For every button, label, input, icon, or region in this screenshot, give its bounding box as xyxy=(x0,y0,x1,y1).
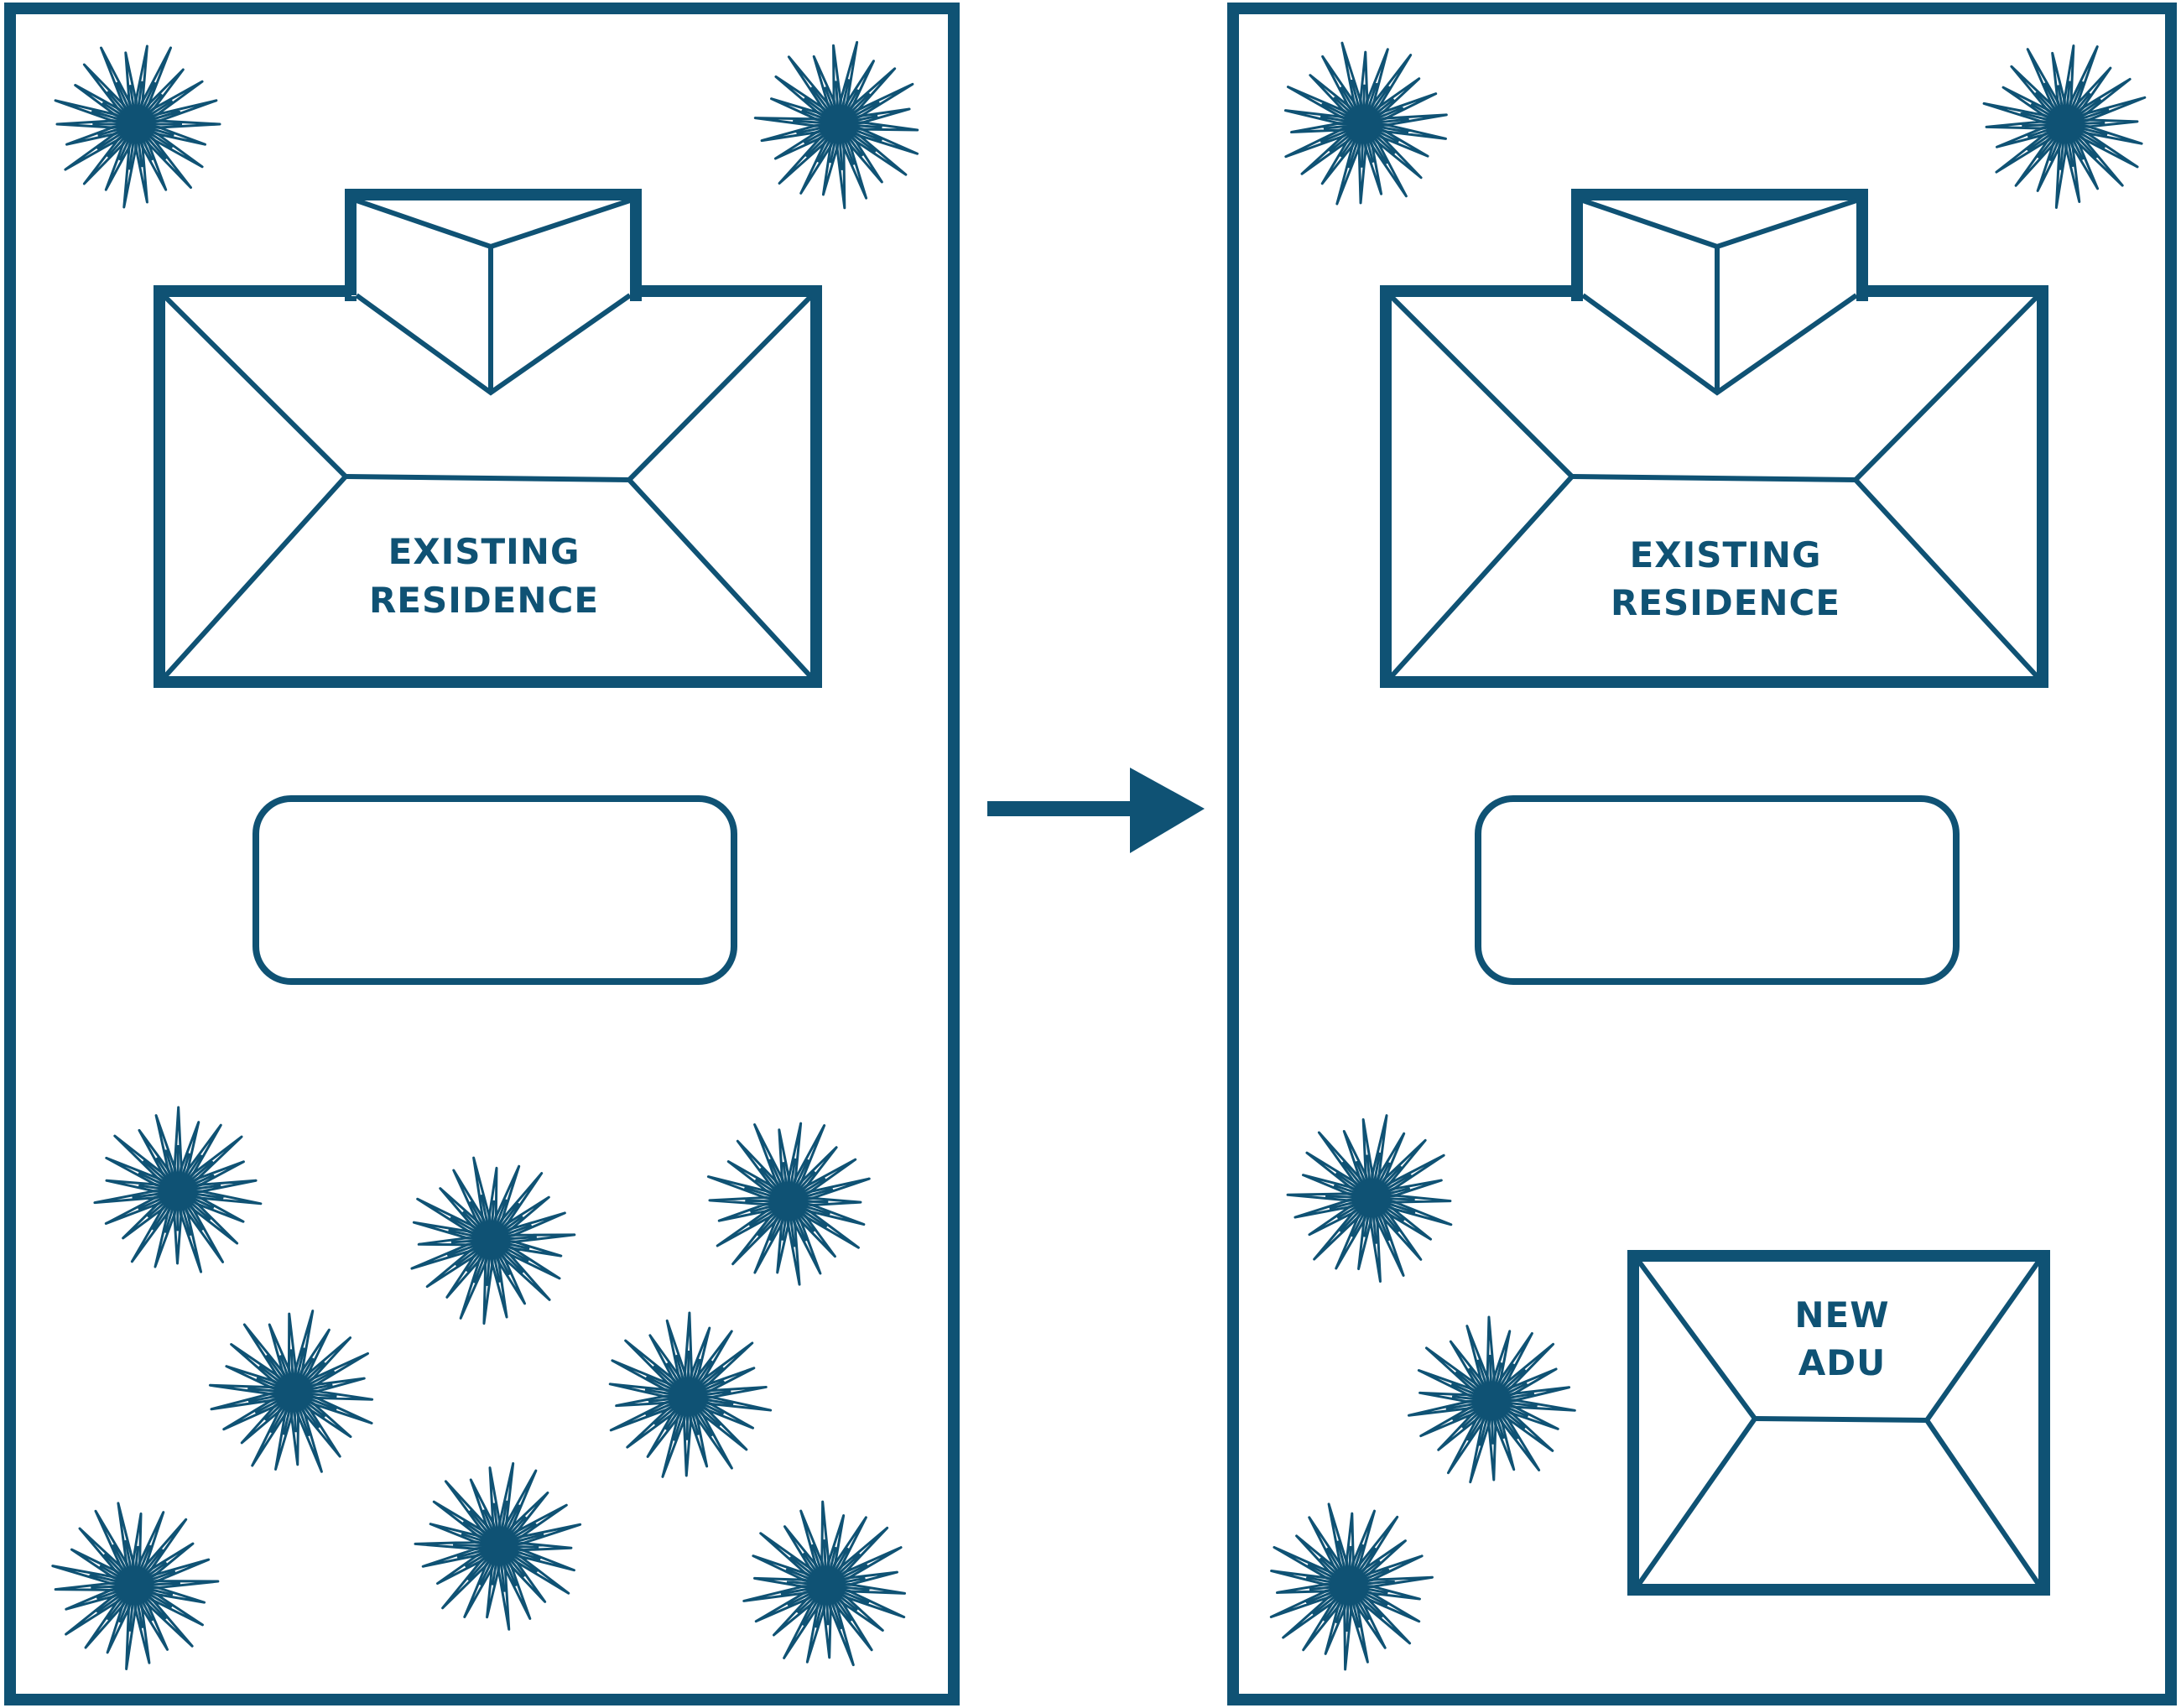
tree-icon xyxy=(392,1435,612,1657)
tree-icon xyxy=(571,1278,805,1510)
before-panel: EXISTING RESIDENCE xyxy=(4,3,960,1705)
tree-icon xyxy=(201,1301,383,1479)
tree-icon xyxy=(1238,1476,1455,1691)
after-adu-label-line1: NEW xyxy=(1794,1294,1889,1336)
after-residence-label-line2: RESIDENCE xyxy=(1611,582,1840,623)
before-residence-label-line2: RESIDENCE xyxy=(369,580,599,621)
tree-icon xyxy=(40,1486,232,1681)
before-pool xyxy=(252,795,737,985)
arrow-right-icon xyxy=(987,768,1205,853)
tree-icon xyxy=(717,1476,940,1698)
before-lot-boundary xyxy=(4,3,960,1705)
after-pool xyxy=(1475,795,1960,985)
tree-icon xyxy=(672,1086,900,1314)
before-existing-residence xyxy=(154,189,822,688)
tree-icon xyxy=(54,44,221,209)
after-adu-label-line2: ADU xyxy=(1798,1342,1886,1383)
tree-icon xyxy=(723,12,955,242)
tree-icon xyxy=(74,1091,278,1296)
before-residence-label-line1: EXISTING xyxy=(388,531,580,572)
after-new-adu xyxy=(1627,1250,2050,1596)
after-panel: EXISTING RESIDENCE NEW ADU xyxy=(1227,3,2177,1705)
tree-icon xyxy=(1267,32,1461,222)
after-lot-boundary xyxy=(1227,3,2177,1705)
tree-icon xyxy=(1279,1108,1460,1292)
after-existing-residence xyxy=(1380,189,2048,688)
after-residence-label-line1: EXISTING xyxy=(1630,534,1822,575)
tree-icon xyxy=(1948,10,2181,244)
tree-icon xyxy=(382,1133,594,1348)
tree-icon xyxy=(1376,1288,1601,1515)
